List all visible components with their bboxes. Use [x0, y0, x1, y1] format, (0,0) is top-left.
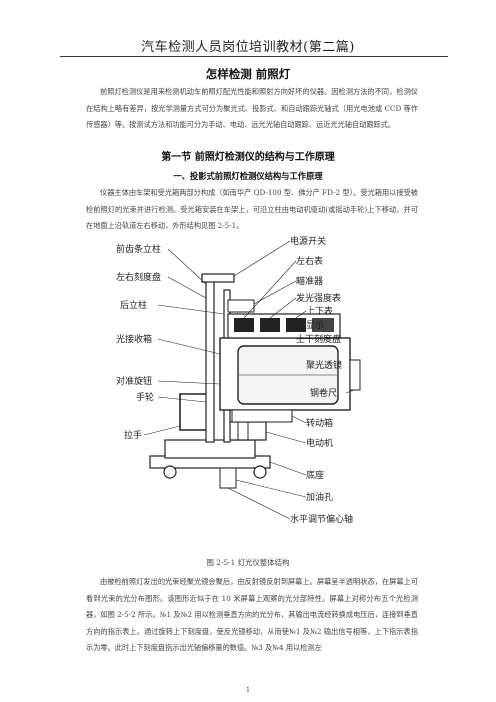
motor — [227, 421, 267, 441]
aiming-sight — [227, 299, 255, 313]
label-lr-meter: 左右表 — [296, 255, 323, 267]
figure-caption: 图 2-5-1 灯光仪整体结构 — [206, 558, 290, 567]
section-heading: 第一节 前照灯检测仪的结构与工作原理 — [161, 152, 335, 163]
wheel-left — [163, 465, 177, 479]
leveling-shaft — [219, 467, 237, 489]
label-rotating-box: 转动箱 — [306, 417, 333, 429]
left-callouts: 前齿条立柱 左右刻度盘 后立柱 光接收箱 对准旋钮 手轮 拉手 — [116, 243, 225, 441]
label-lr-dial: 左右刻度盘 — [116, 271, 161, 283]
steel-tape — [349, 359, 361, 391]
running-header: 汽车检测人员岗位培训教材(第二篇) — [141, 40, 355, 55]
meter-lr — [234, 318, 254, 332]
label-motor: 电动机 — [306, 437, 333, 449]
label-rear-column: 后立柱 — [120, 299, 147, 311]
label-pull-handle: 拉手 — [124, 429, 142, 441]
wheel-right — [253, 465, 267, 479]
structure-paragraph: 仪器主体由车架和受光箱两部分构成（如南华产 QD-100 型、佛分产 FD-2 … — [86, 188, 418, 230]
label-intensity-meter: 发光强度表 — [296, 292, 341, 304]
meter-intensity — [260, 318, 280, 332]
subsection-heading: 一、投影式前照灯检测仪结构与工作原理 — [173, 171, 323, 181]
label-oil-hole: 加油孔 — [306, 491, 333, 503]
principle-paragraph: 由被检前照灯发出的光束经聚光镜会聚后，由反射镜反射到屏幕上。屏幕呈半透明状态，在… — [86, 577, 418, 652]
label-steel-tape: 钢卷尺 — [310, 387, 337, 399]
label-leveling-shaft: 水平调节偏心轴 — [290, 513, 353, 525]
intro-paragraph: 前照灯检测仪是用来检测机动车前照灯配光性能和照射方向好坏的仪器。因检测方法的不同… — [86, 87, 418, 129]
headlamp-tester-diagram: 前齿条立柱 左右刻度盘 后立柱 光接收箱 对准旋钮 手轮 拉手 电源开关 左右表… — [116, 235, 361, 525]
rotating-box — [231, 409, 293, 423]
front-rack-column — [205, 279, 215, 443]
label-aiming-sight: 瞄准器 — [296, 276, 323, 287]
label-ud-meter: 上下表 — [306, 305, 333, 317]
meter-ud — [286, 318, 306, 332]
base-housing — [164, 439, 256, 459]
column-top-cap — [201, 273, 235, 283]
figure: 前齿条立柱 左右刻度盘 后立柱 光接收箱 对准旋钮 手轮 拉手 电源开关 左右表… — [110, 234, 410, 546]
display — [312, 318, 334, 332]
right-callouts: 电源开关 左右表 瞄准器 发光强度表 上下表 显示 上下刻度盘 聚光透镜 钢卷尺… — [227, 235, 355, 525]
label-handwheel: 手轮 — [136, 391, 154, 403]
label-power-switch: 电源开关 — [290, 235, 326, 247]
label-display: 显示 — [306, 320, 324, 331]
label-align-knob: 对准旋钮 — [116, 375, 152, 387]
label-front-rack-column: 前齿条立柱 — [116, 243, 161, 255]
pull-handle — [179, 393, 206, 431]
label-light-box: 光接收箱 — [116, 333, 152, 345]
label-ud-dial: 上下刻度盘 — [296, 333, 341, 345]
document-title: 怎样检测 前照灯 — [205, 67, 291, 81]
label-base: 底座 — [306, 469, 324, 481]
header-rule — [60, 56, 448, 57]
label-condenser-lens: 聚光透镜 — [306, 359, 342, 371]
page-number: 1 — [245, 686, 251, 694]
